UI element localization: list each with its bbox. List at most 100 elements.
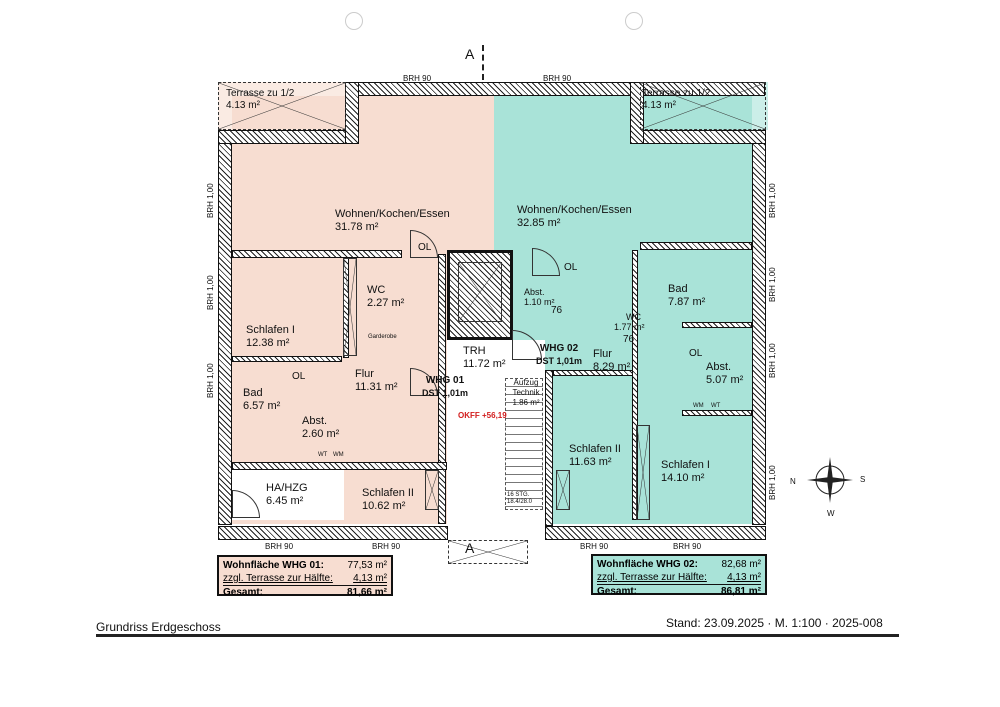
whg01-summary: Wohnfläche WHG 01: 77,53 m² zzgl. Terrass… — [217, 555, 393, 598]
summary-value: 81,66 m² — [346, 587, 387, 598]
door-width-label: 76 — [623, 334, 635, 345]
wall — [345, 82, 359, 144]
wardrobe — [636, 425, 650, 520]
wardrobe — [343, 258, 357, 356]
appliance-label: WM — [333, 452, 344, 458]
brh-label: BRH 1,00 — [768, 267, 777, 302]
door-width-label: 76 — [551, 305, 563, 316]
wardrobe — [425, 470, 439, 510]
wall — [218, 130, 358, 144]
appliance-label: WM — [693, 403, 704, 409]
summary-label: zzgl. Terrasse zur Hälfte: — [597, 572, 707, 583]
wall — [553, 370, 633, 376]
room-label: Abst.2.60 m² — [302, 415, 340, 440]
compass-n: N — [790, 477, 796, 486]
wall — [545, 370, 553, 526]
level-label: OKFF +56,19 — [458, 411, 507, 420]
summary-value: 77,53 m² — [347, 560, 387, 571]
summary-value: 4,13 m² — [727, 572, 761, 583]
wall — [232, 462, 447, 470]
plan-stand: Stand: 23.09.2025 · M. 1:100 · 2025-008 — [666, 616, 883, 630]
summary-label: zzgl. Terrasse zur Hälfte: — [223, 573, 333, 584]
footer-rule — [96, 634, 899, 637]
wall — [630, 130, 766, 144]
brh-label: BRH 90 — [673, 542, 702, 551]
punch-hole — [345, 12, 363, 30]
wall — [218, 526, 448, 540]
brh-label: BRH 1,00 — [206, 363, 215, 398]
wardrobe — [556, 470, 570, 510]
wall — [632, 250, 638, 520]
wall — [682, 322, 752, 328]
wall — [438, 254, 446, 524]
brh-label: BRH 1,00 — [768, 465, 777, 500]
brh-label: BRH 90 — [543, 74, 572, 83]
wall — [682, 410, 752, 416]
wall — [232, 356, 342, 362]
summary-value: 4,13 m² — [353, 573, 387, 584]
ol-label: OL — [418, 242, 432, 253]
summary-value: 82,68 m² — [721, 559, 761, 570]
section-marker-bottom: A — [465, 540, 475, 556]
wall — [640, 242, 752, 250]
wall — [218, 130, 232, 525]
summary-value: 86,81 m² — [720, 586, 761, 597]
summary-label: Wohnfläche WHG 01: — [223, 560, 324, 571]
stairs-label: 16 STG.18.4/28.0 — [507, 492, 533, 505]
wall — [232, 250, 402, 258]
brh-label: BRH 90 — [265, 542, 294, 551]
compass-s: S — [860, 475, 866, 484]
terrace-hatch — [640, 82, 766, 130]
section-marker-top: A — [465, 46, 475, 62]
wall — [752, 130, 766, 525]
brh-label: BRH 1,00 — [768, 343, 777, 378]
compass-w: W — [827, 509, 835, 518]
brh-label: BRH 1,00 — [206, 183, 215, 218]
brh-label: BRH 1,00 — [206, 275, 215, 310]
compass-icon — [805, 455, 855, 505]
room-label: Abst.1.10 m² — [524, 287, 555, 307]
section-line — [482, 45, 485, 80]
staircase — [505, 378, 543, 510]
brh-label: BRH 90 — [372, 542, 401, 551]
ol-label: OL — [564, 262, 578, 273]
terrace-hatch — [218, 82, 346, 130]
elevator-shaft — [458, 262, 502, 322]
summary-label: Wohnfläche WHG 02: — [597, 559, 698, 570]
ol-label: OL — [689, 348, 703, 359]
whg02-summary: Wohnfläche WHG 02: 82,68 m² zzgl. Terrass… — [591, 554, 767, 597]
wall — [545, 526, 766, 540]
summary-label: Gesamt: — [223, 587, 264, 598]
appliance-label: WT — [318, 452, 328, 458]
ol-label: OL — [292, 371, 306, 382]
room-label: Abst.5.07 m² — [706, 361, 744, 386]
summary-label: Gesamt: — [597, 586, 638, 597]
brh-label: BRH 90 — [403, 74, 432, 83]
appliance-label: WT — [711, 403, 721, 409]
garderobe-label: Garderobe — [368, 334, 397, 340]
punch-hole — [625, 12, 643, 30]
brh-label: BRH 90 — [580, 542, 609, 551]
entrance-canopy — [448, 540, 528, 564]
brh-label: BRH 1,00 — [768, 183, 777, 218]
